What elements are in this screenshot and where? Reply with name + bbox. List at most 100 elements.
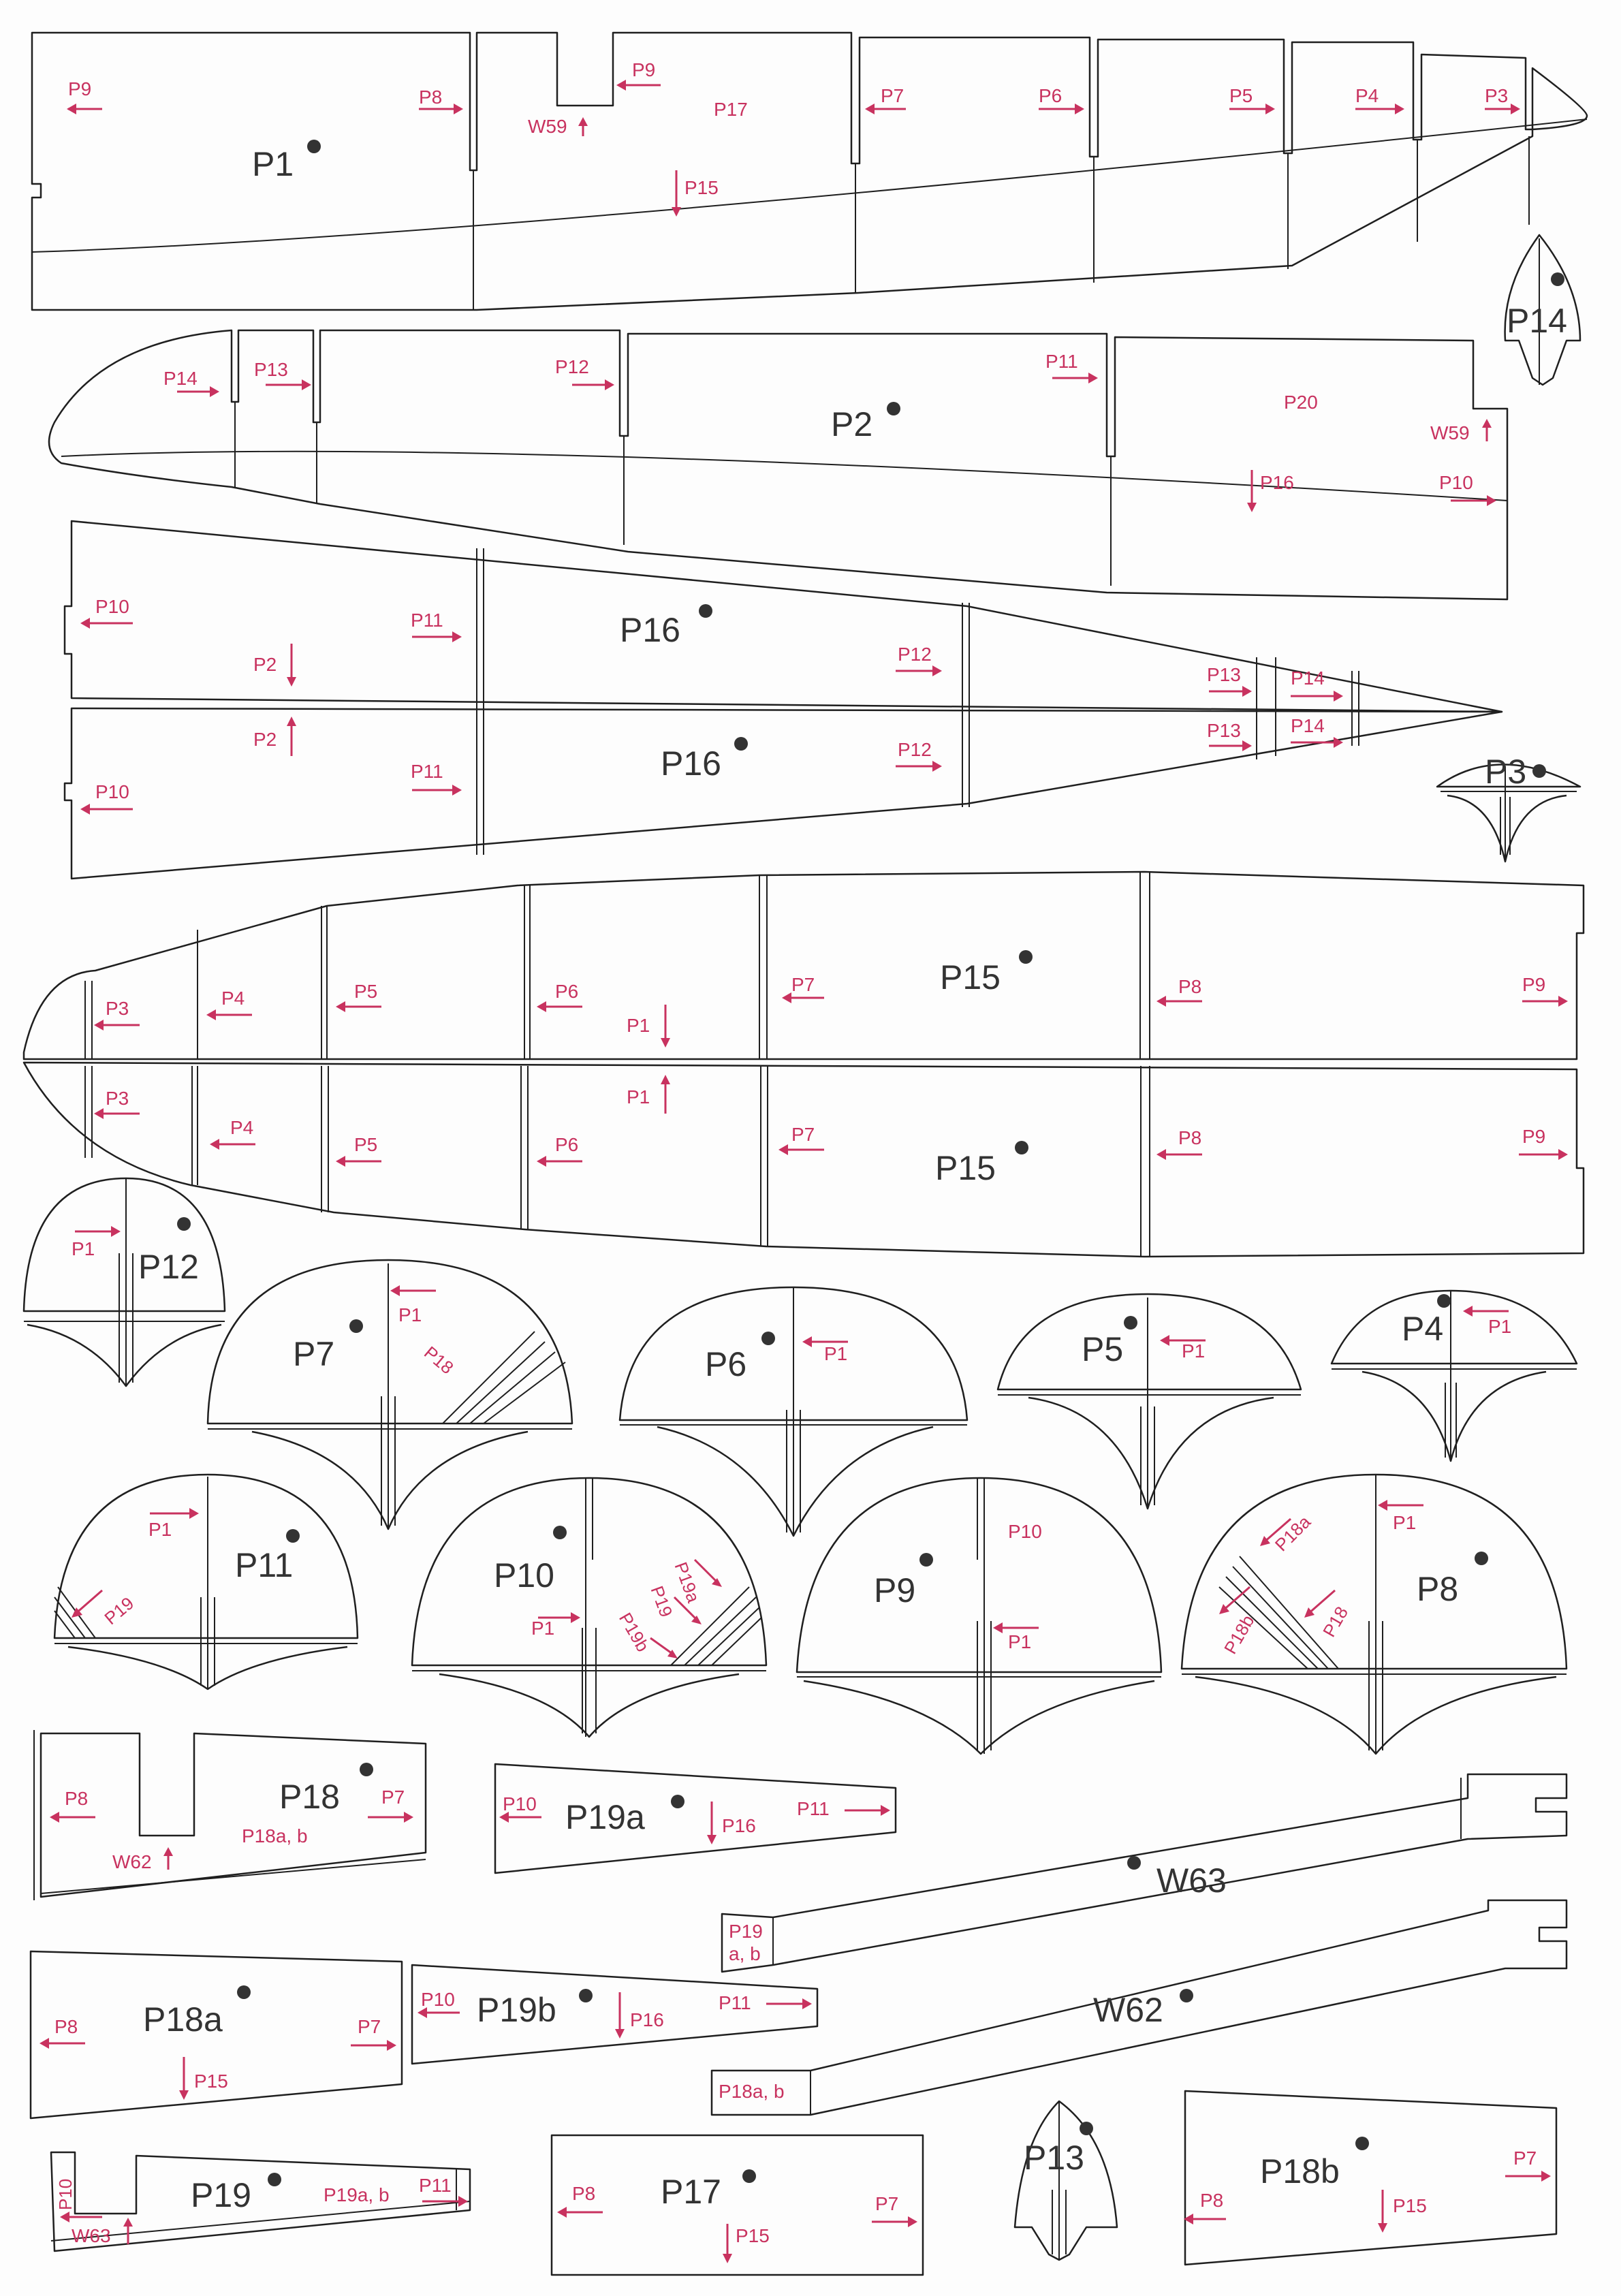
label-P10: P10 <box>494 1556 554 1594</box>
ref-P15: P15 <box>684 177 719 198</box>
ref-P6-f: P6 <box>555 1134 578 1155</box>
ref-P18ab-t: P18a, b <box>719 2081 785 2102</box>
part-P12: P12 P1 <box>22 1177 226 1387</box>
ref-P11-s: P11 <box>719 1992 751 2013</box>
ref-P7-e: P7 <box>791 974 815 995</box>
ref-P12: P12 <box>555 356 589 377</box>
ref-P7: P7 <box>881 85 904 106</box>
part-W62: W62 P18a, b <box>710 1899 1568 2116</box>
ref-P19-m: P19 <box>647 1583 677 1620</box>
label-P7: P7 <box>293 1335 334 1373</box>
ref-P17: P17 <box>714 99 748 120</box>
ref-P12-c: P12 <box>898 644 932 665</box>
ref-P1-j: P1 <box>1182 1340 1205 1362</box>
ref-P6-e: P6 <box>555 981 578 1002</box>
label-P19: P19 <box>191 2176 251 2214</box>
label-P5: P5 <box>1082 1330 1123 1368</box>
ref-P9-e: P9 <box>1522 974 1545 995</box>
ref-P2-b: P2 <box>253 729 277 750</box>
label-P16-a: P16 <box>620 611 680 649</box>
label-P19b: P19b <box>477 1991 556 2029</box>
part-W63: W63 P19 a, b <box>721 1773 1568 1973</box>
ref-P7-v: P7 <box>875 2193 898 2214</box>
part-P18b: P18b P8 P7 P15 <box>1184 2090 1558 2266</box>
ref-P8-e: P8 <box>1178 976 1201 997</box>
label-P12: P12 <box>138 1248 199 1286</box>
ref-P1-i: P1 <box>824 1343 847 1364</box>
ref-P1-m: P1 <box>531 1618 554 1639</box>
ref-P12-d: P12 <box>898 739 932 760</box>
part-P13: P13 <box>1013 2100 1118 2261</box>
ref-P19-l: P19 <box>100 1593 138 1629</box>
ref-P5-e: P5 <box>354 981 377 1002</box>
part-P18: P18 P8 P7 P18a, b W62 <box>33 1730 427 1900</box>
part-P15 <box>22 870 1585 1258</box>
label-P13: P13 <box>1024 2139 1084 2177</box>
label-P19a: P19a <box>565 1798 645 1836</box>
ref-P1-h: P1 <box>398 1304 422 1325</box>
label-P11: P11 <box>235 1546 293 1584</box>
label-P8: P8 <box>1417 1570 1458 1608</box>
part-P19a: P19a P10 P16 P11 <box>494 1763 897 1874</box>
ref-P9: P9 <box>68 78 91 99</box>
ref-P10-n: P10 <box>1008 1521 1042 1542</box>
ref-P19ab-top: P19 <box>729 1921 763 1942</box>
label-W63: W63 <box>1156 1861 1227 1900</box>
ref-P14-d: P14 <box>1291 715 1325 736</box>
ref-P7-w: P7 <box>1513 2148 1537 2169</box>
ref-W63-u: W63 <box>72 2225 111 2246</box>
ref-P15-v: P15 <box>736 2225 770 2246</box>
ref-P8-v: P8 <box>572 2183 595 2204</box>
part-P9: P9 P10 P1 <box>796 1477 1163 1755</box>
part-P14: P14 <box>1504 234 1581 386</box>
ref-P8-w: P8 <box>1200 2190 1223 2211</box>
label-P18a: P18a <box>143 2000 223 2039</box>
label-P14: P14 <box>1507 302 1567 340</box>
ref-P16-s: P16 <box>630 2009 664 2030</box>
ref-P10-u: P10 <box>55 2179 76 2210</box>
ref-P14-c: P14 <box>1291 667 1325 689</box>
ref-P3-f: P3 <box>106 1088 129 1109</box>
part-P19b: P19b P10 P16 P11 <box>411 1964 819 2065</box>
ref-P15-r: P15 <box>194 2071 228 2092</box>
part-P1 <box>31 31 1588 311</box>
ref-P4: P4 <box>1355 85 1379 106</box>
ref-P16-q: P16 <box>722 1815 756 1836</box>
ref-P19ab-u: P19a, b <box>324 2184 390 2205</box>
ref-P11-d: P11 <box>411 761 443 782</box>
ref-P13: P13 <box>254 359 288 380</box>
label-P15-b: P15 <box>935 1149 996 1187</box>
ref-P2-a: P2 <box>253 654 277 675</box>
label-P6: P6 <box>705 1345 746 1383</box>
ref-P3-e: P3 <box>106 998 129 1019</box>
ref-P18-o: P18 <box>1319 1603 1352 1640</box>
ref-P10-q: P10 <box>503 1793 537 1814</box>
ref-P1-f: P1 <box>627 1086 650 1107</box>
ref-P15-w: P15 <box>1393 2195 1427 2216</box>
ref-P8-f: P8 <box>1178 1127 1201 1148</box>
ref-P18a-o: P18a <box>1271 1511 1315 1556</box>
label-P2: P2 <box>831 405 872 443</box>
ref-P11: P11 <box>1045 351 1078 372</box>
ref-W62-p: W62 <box>112 1851 152 1872</box>
ref-P10-s: P10 <box>421 1989 455 2010</box>
ref-P7-f: P7 <box>791 1124 815 1145</box>
label-P1: P1 <box>252 145 294 183</box>
ref-P18ab-p: P18a, b <box>242 1825 308 1846</box>
ref-P13-d: P13 <box>1207 720 1241 741</box>
ref-P1-g: P1 <box>72 1238 95 1259</box>
ref-P20: P20 <box>1284 392 1318 413</box>
ref-P8-r: P8 <box>54 2016 78 2037</box>
ref-P5: P5 <box>1229 85 1253 106</box>
label-P18b: P18b <box>1260 2152 1340 2190</box>
ref-W59-b: W59 <box>1430 422 1470 443</box>
ref-P9b: P9 <box>632 59 655 80</box>
ref-P10-d: P10 <box>95 781 129 802</box>
ref-P9-f: P9 <box>1522 1126 1545 1147</box>
label-W62: W62 <box>1093 1991 1163 2029</box>
part-P8: P8 P1 P18a P18 P18b <box>1180 1473 1568 1755</box>
ref-P4-e: P4 <box>221 988 245 1009</box>
ref-P18-h: P18 <box>420 1342 458 1379</box>
label-P9: P9 <box>874 1571 915 1609</box>
